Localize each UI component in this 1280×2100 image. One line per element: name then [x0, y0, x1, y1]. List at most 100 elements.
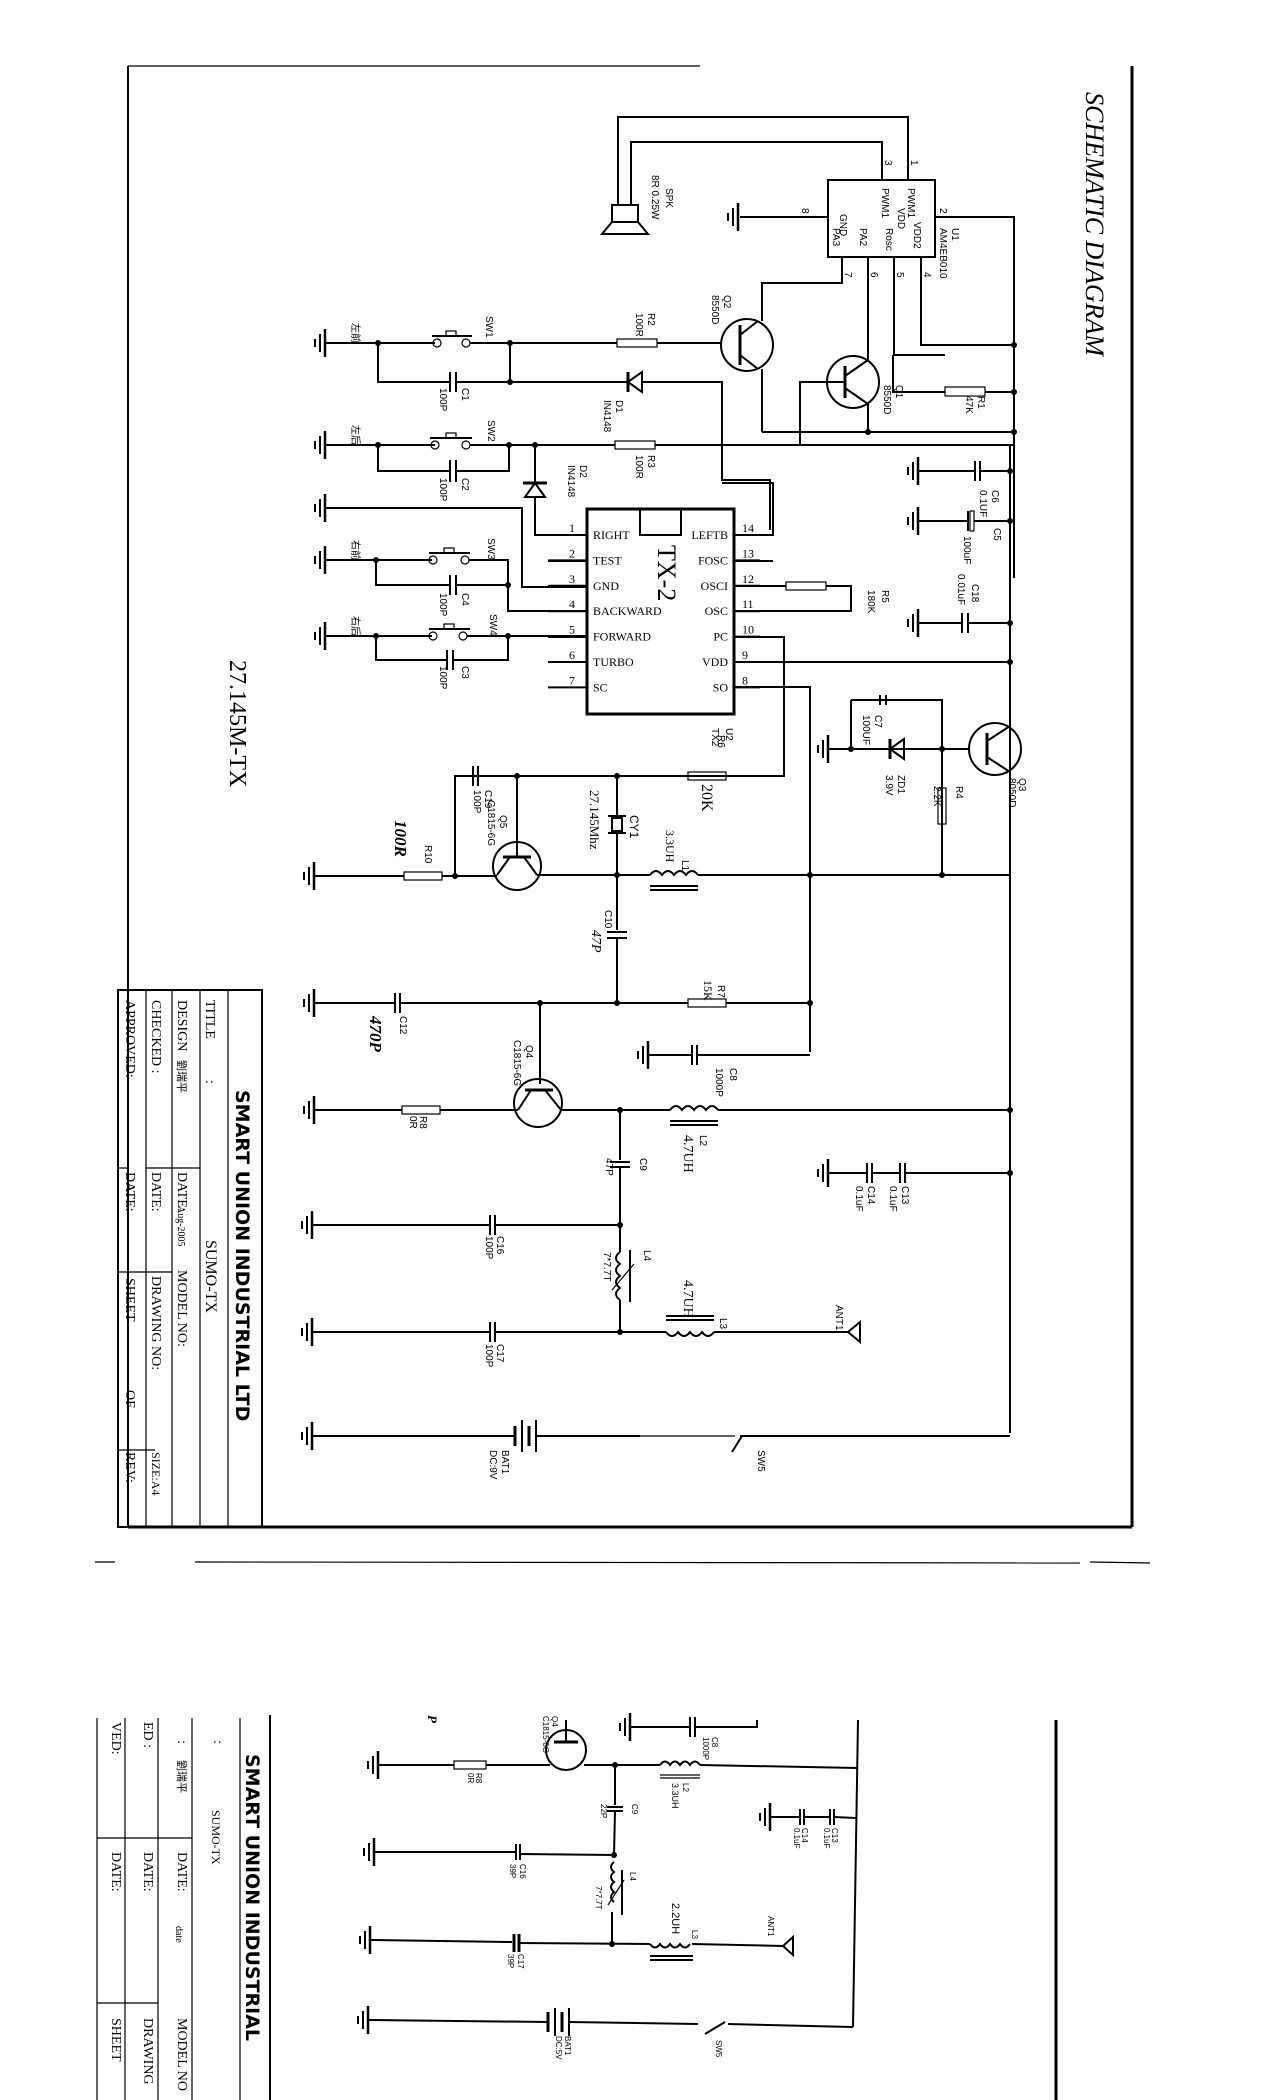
u2-pin-name: OSC [705, 604, 728, 618]
p2-q4-value: C1815-6G [541, 1716, 550, 1753]
p2-title-colon: : [210, 1740, 225, 1744]
sw1-label: 左前 [349, 323, 362, 343]
p2-row-ved: VED: [108, 1722, 123, 1755]
u2-pin-number: 11 [742, 597, 754, 611]
q2-transistor [720, 305, 774, 432]
tb-model-label: MODEL NO: [174, 1270, 189, 1347]
c16-value: 100P [483, 1236, 494, 1260]
c13-ref: C13 [899, 1186, 910, 1205]
r3-ref: R3 [645, 455, 656, 468]
tb-drawing-label: DRAWING NO: [148, 1276, 163, 1370]
zd1-value: 3.9V [883, 775, 894, 796]
c6-ref: C6 [989, 490, 1000, 503]
c9-value: 47P [603, 1158, 614, 1176]
sheet-title: SCHEMATIC DIAGRAM [1080, 92, 1109, 357]
oscillator-section [302, 766, 1010, 1003]
c12-value: 470P [366, 1015, 385, 1053]
p2-design-value: 劉瑞平 [175, 1760, 189, 1793]
sw2-ref: SW2 [485, 420, 496, 442]
p2-design-colon: : [174, 1740, 189, 1744]
r2-ref: R2 [645, 313, 656, 326]
l1-value: 3.3UH [663, 830, 677, 863]
q4-ref: Q4 [523, 1045, 534, 1059]
p2-c16-ref: C16 [518, 1864, 527, 1879]
c13-c14 [816, 1107, 1013, 1189]
sheet-border [127, 65, 1134, 1529]
p2-c17-ref: C17 [516, 1954, 525, 1969]
r6-ref: R6 [715, 735, 726, 748]
u1-pin1: 1 [908, 160, 919, 166]
d1-value: IN4148 [601, 400, 612, 433]
p2-ant-ref: ANT1 [766, 1916, 775, 1937]
u2-pin-number: 4 [569, 597, 575, 611]
u2-pin-number: 6 [569, 648, 575, 662]
u2-part: TX2 [709, 728, 720, 747]
u2-pin-number: 10 [742, 623, 754, 637]
p2-c13-ref: C13 [830, 1828, 839, 1843]
c14-value: 0.1uF [853, 1186, 864, 1212]
u2-pin-name: LEFTB [691, 528, 728, 542]
p2-c8-ref: C8 [710, 1737, 719, 1748]
sw2-row [313, 429, 1014, 536]
p2-company: SMART UNION INDUSTRIAL [241, 1754, 263, 2041]
c3-value: 100P [437, 666, 448, 690]
sw4-ref: SW4 [487, 614, 498, 636]
p2-sheet-label: SHEET [108, 2018, 123, 2062]
l2-value: 4.7UH [680, 1135, 695, 1173]
tb-date-label: DATE: [174, 1172, 189, 1212]
spk-ref: SPK [663, 188, 674, 208]
p2-p-label: P [425, 1715, 440, 1724]
r7-value: 15K [701, 980, 715, 1001]
tb-title-label: TITLE [202, 1000, 217, 1039]
p2-l4-ref: L4 [628, 1872, 637, 1881]
tb-approved-date: DATE: [122, 1172, 137, 1212]
q2-value: 8550D [709, 295, 720, 324]
circuit-label: 27.145M-TX [224, 660, 250, 787]
q1-transistor [762, 355, 1017, 446]
d2-ref: D2 [577, 465, 588, 478]
u2-pin-name: VDD [702, 655, 728, 669]
c6-value: 0.1UF [977, 490, 988, 517]
c10-value: 47P [588, 930, 603, 953]
tb-title-value: SUMO-TX [202, 1240, 219, 1313]
u1-pin3: 3 [882, 160, 893, 166]
u2-pin-name: RIGHT [593, 528, 630, 542]
u2-pin-name: BACKWARD [593, 604, 662, 618]
u2-pin-name: FORWARD [593, 630, 651, 644]
r5-value: 180K [865, 590, 876, 614]
q5-ref: Q5 [497, 815, 508, 829]
c10-ref: C10 [602, 910, 613, 929]
p2-c9-value: 22P [599, 1804, 608, 1818]
u1-pin2: 2 [937, 208, 948, 214]
c7-ref: C7 [872, 715, 883, 728]
sw4-row [313, 620, 587, 670]
c5-value: 100uF [961, 536, 972, 564]
sw4-label: 右后 [349, 616, 362, 636]
u2-pin-name: GND [593, 579, 619, 593]
u2-pin-number: 8 [742, 673, 748, 687]
r6-value: 20K [698, 784, 715, 812]
u1-pin5: 5 [894, 272, 905, 278]
u1-pa2: PA2 [857, 228, 868, 247]
u1-pwm1a: PWM1 [905, 188, 916, 218]
p2-r8-ref: R8 [474, 1773, 483, 1784]
tb-design-label: DESIGN [174, 1000, 189, 1051]
r8-value: 0R [407, 1116, 418, 1129]
p2-bat-ref: BAT1 [563, 2036, 572, 2056]
p2-c9-ref: C9 [630, 1804, 639, 1815]
r1-resistor [892, 342, 1017, 397]
r1-value: 47K [963, 396, 974, 414]
q5-value: C1815-6G [485, 800, 496, 846]
c9-ref: C9 [637, 1158, 648, 1171]
p2-date-value: date [173, 1926, 184, 1943]
p2-row-ed: ED : [140, 1722, 155, 1748]
p2-model-label: MODEL NO [174, 2018, 189, 2091]
tb-design-value: 劉瑞平 [175, 1060, 189, 1093]
ant-ref: ANT1 [833, 1305, 844, 1331]
q1-value: 8550D [881, 385, 892, 414]
c4-ref: C4 [459, 593, 470, 606]
c14-ref: C14 [865, 1186, 876, 1205]
u1-gnd: GND [837, 214, 848, 236]
